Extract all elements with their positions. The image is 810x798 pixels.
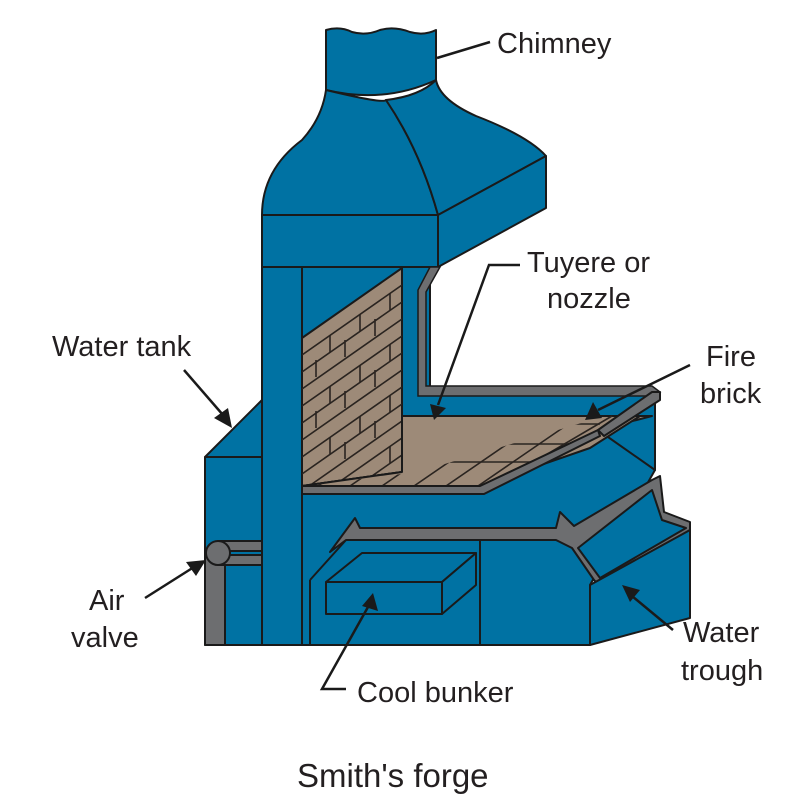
- air-valve-arrowhead: [186, 560, 206, 576]
- label-water-trough-line2: trough: [681, 655, 763, 687]
- water-trough-leader: [631, 595, 674, 631]
- central-column: [261, 266, 303, 646]
- label-water-trough-line1: Water: [683, 617, 760, 649]
- trough-opening: [577, 489, 687, 579]
- air-valve: [205, 540, 231, 566]
- water-tank: [204, 399, 263, 646]
- diagram-caption: Smith's forge: [297, 757, 489, 794]
- label-water-tank: Water tank: [52, 331, 192, 363]
- water-tank-top: [204, 399, 263, 458]
- leaders: [144, 40, 691, 691]
- front-channel: [309, 475, 691, 646]
- water-trough-arrowhead: [622, 585, 640, 602]
- right-rim: [597, 391, 661, 437]
- hood-band-front: [261, 214, 439, 268]
- chimney-leader: [436, 40, 491, 60]
- label-fire-brick-line2: brick: [700, 378, 762, 410]
- cool-bunker-leader: [319, 606, 370, 691]
- trough-front: [589, 529, 691, 646]
- fire-brick-wall: [301, 267, 403, 487]
- bunker-slope: [309, 539, 347, 581]
- hood: [261, 27, 547, 268]
- floor-lip: [301, 429, 601, 495]
- chimney-pipe: [325, 27, 437, 97]
- hood-band-side: [437, 155, 547, 268]
- label-fire-brick-line1: Fire: [706, 341, 756, 373]
- back-wall-trim: [417, 266, 662, 397]
- air-valve-leader: [144, 565, 195, 600]
- water-tank-arrowhead: [214, 408, 232, 428]
- fire-brick-leader: [597, 363, 691, 412]
- water-tank-leader: [183, 369, 224, 416]
- tuyere-leader: [436, 263, 520, 406]
- tuyere-arrowhead: [430, 404, 446, 420]
- brick-wall-mortar: [302, 284, 402, 486]
- label-tuyere-line1: Tuyere or: [527, 247, 650, 279]
- label-chimney: Chimney: [497, 28, 612, 60]
- fire-brick-floor: [301, 391, 661, 495]
- bunker-side: [441, 552, 477, 615]
- bunker-front: [325, 581, 443, 615]
- label-tuyere-line2: nozzle: [547, 283, 631, 315]
- fire-brick-arrowhead: [585, 402, 602, 420]
- labels: Chimney Tuyere or nozzle Water tank Fire…: [52, 28, 763, 794]
- label-cool-bunker: Cool bunker: [357, 677, 514, 709]
- label-air-valve-line2: valve: [71, 622, 139, 654]
- cool-bunker-arrowhead: [362, 593, 378, 611]
- label-air-valve-line1: Air: [89, 585, 125, 617]
- cool-bunker: [325, 552, 477, 615]
